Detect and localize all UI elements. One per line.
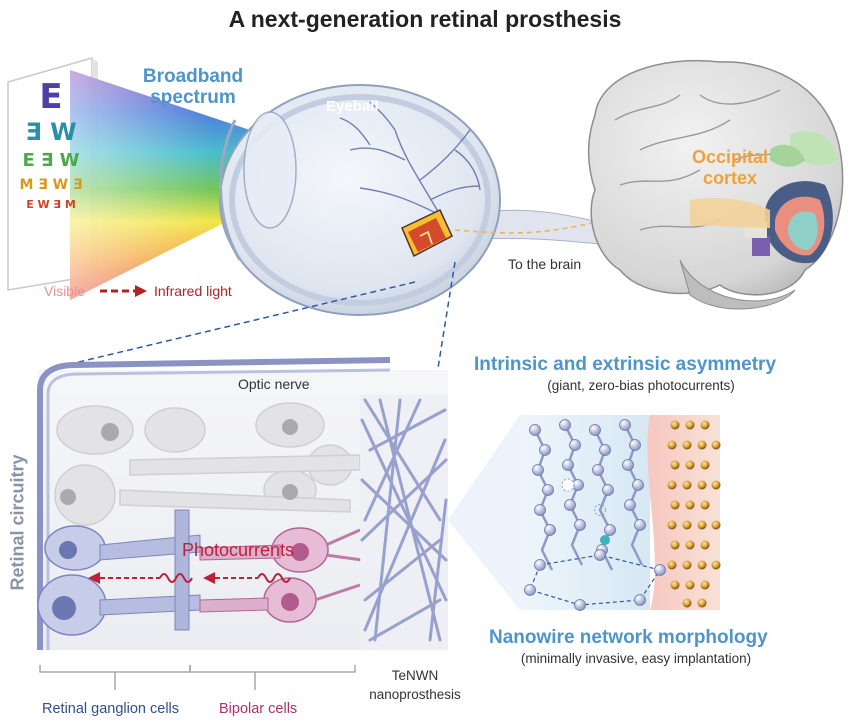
morphology-title: Nanowire network morphology [489, 627, 768, 648]
optic-nerve-label: Optic nerve [238, 376, 310, 392]
eye-chart-row-2: Ǝ W [25, 118, 77, 146]
bipolar-label: Bipolar cells [219, 701, 298, 717]
eyeball-label: Eyeball [326, 98, 379, 115]
occipital-label-line2: cortex [702, 168, 758, 188]
tenwn-label-line2: nanoprosthesis [369, 687, 461, 702]
broadband-label-line1: Broadband [142, 66, 244, 87]
infrared-label: Infrared light [154, 283, 232, 299]
spectrum-arrow [100, 285, 147, 297]
crystal-structure-panel [520, 415, 721, 611]
page-title: A next-generation retinal prosthesis [228, 6, 622, 32]
eye-chart-row-1: E [39, 77, 63, 117]
morphology-subtitle: (minimally invasive, easy implantation) [520, 651, 752, 666]
retinal-circuitry-label: Retinal circuitry [7, 454, 28, 591]
broadband-label-line2: spectrum [150, 87, 236, 108]
photocurrents-label: Photocurrents [182, 540, 295, 560]
eye-chart-row-5: E W ∃ M [26, 198, 76, 211]
nanowire-mesh [360, 395, 448, 650]
eye-chart-row-3: E ∃ W [22, 150, 80, 171]
asymmetry-title: Intrinsic and extrinsic asymmetry [474, 354, 777, 375]
eye-chart-row-4: M Ǝ W Ǝ [19, 177, 83, 193]
implant-patch [401, 208, 453, 258]
retina-cross-section [37, 357, 448, 690]
eyeball [219, 84, 501, 316]
ganglion-cells [37, 509, 201, 636]
to-brain-label: To the brain [508, 256, 582, 272]
tenwn-label-line1: TeNWN [391, 668, 439, 683]
bipolar-cells [199, 527, 363, 623]
retinal-ganglion-label: Retinal ganglion cells [42, 701, 180, 717]
occipital-label-line1: Occipital [691, 147, 769, 167]
photocurrent-arrows [100, 573, 291, 583]
visible-label: Visible [44, 283, 85, 299]
asymmetry-subtitle: (giant, zero-bias photocurrents) [547, 378, 735, 393]
brain [587, 59, 844, 310]
